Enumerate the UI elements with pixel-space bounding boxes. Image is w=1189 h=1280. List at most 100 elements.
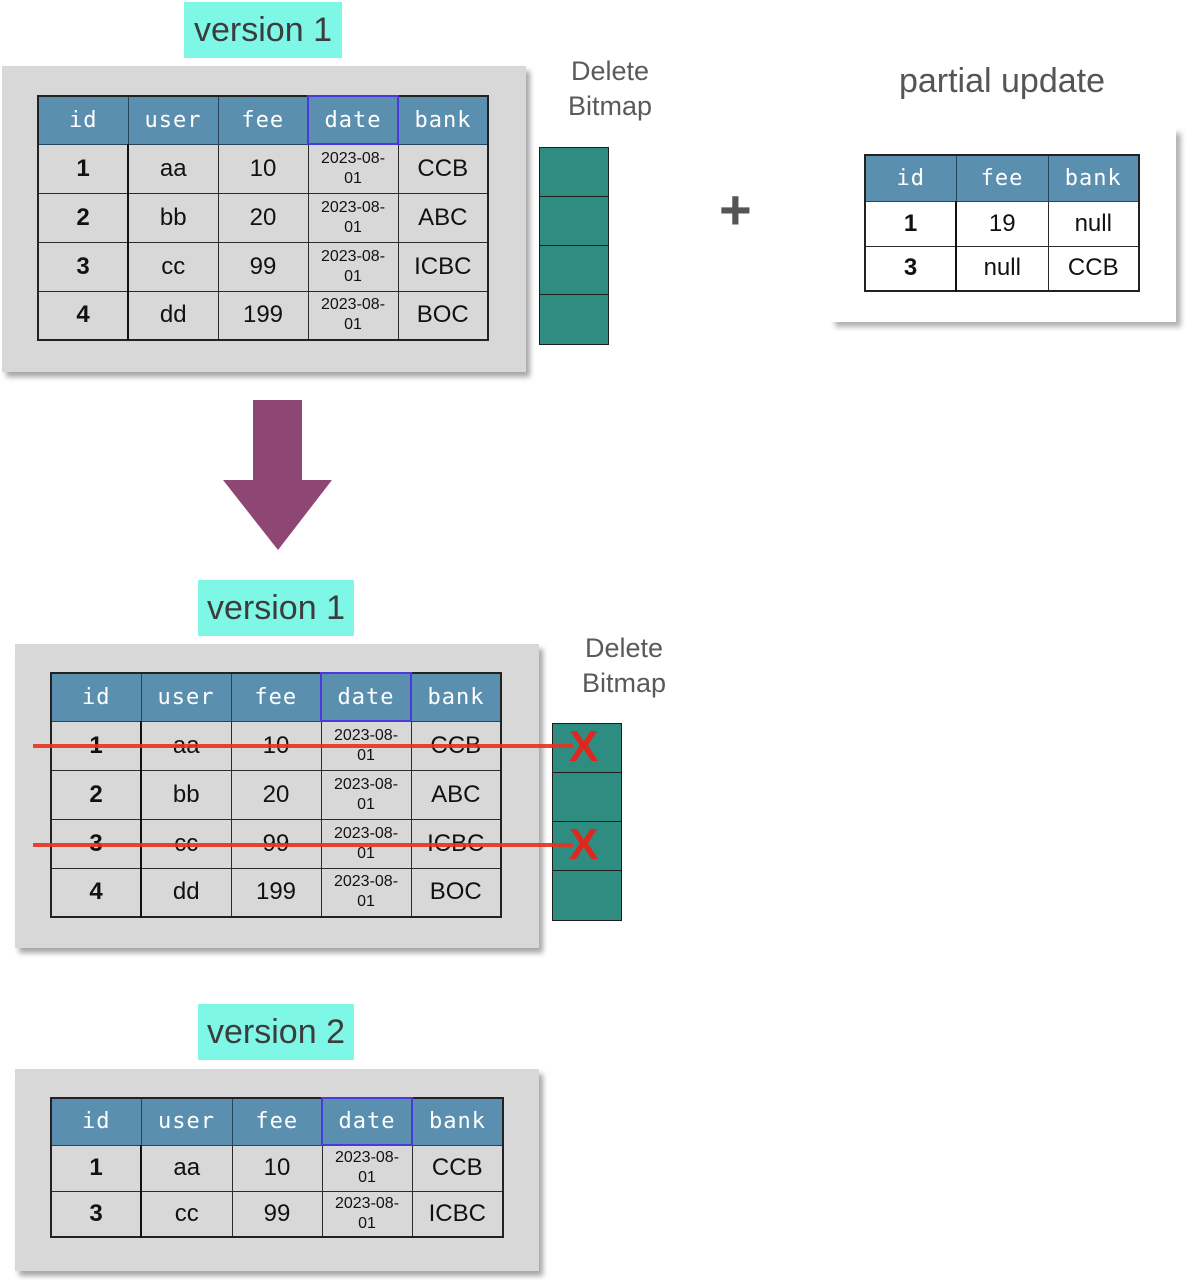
cell-date: 2023-08-01 xyxy=(321,1190,413,1238)
bitmap-cell-deleted: X xyxy=(552,722,622,773)
header-fee: fee xyxy=(217,95,309,145)
cell-bank: ICBC xyxy=(397,241,489,292)
version-label-top: version 1 xyxy=(184,2,342,58)
date-line1: 2023-08- xyxy=(333,726,399,744)
date-line2: 01 xyxy=(357,893,375,911)
cell-date: 2023-08- 01 xyxy=(307,192,399,243)
cell-id: 3 xyxy=(864,245,957,292)
x-mark-icon: X xyxy=(569,722,599,771)
cell-id: 4 xyxy=(37,290,129,341)
delete-bitmap-label-middle: Delete Bitmap xyxy=(562,631,686,701)
date-line1: 2023-08- xyxy=(320,198,386,216)
version-label-bottom: version 2 xyxy=(198,1004,354,1060)
bitmap-cell xyxy=(539,147,609,197)
table-version2: id user fee date bank 1 aa 10 2023-08-01… xyxy=(50,1097,504,1238)
header-user: user xyxy=(140,1097,233,1146)
table-row: 1 aa 10 2023-08-01 CCB xyxy=(50,1144,504,1192)
date-line2: 01 xyxy=(358,1169,376,1187)
bitmap-label-line2: Bitmap xyxy=(581,668,667,698)
cell-id: 1 xyxy=(50,1144,142,1192)
bitmap-cell xyxy=(552,772,622,822)
x-mark-icon: X xyxy=(569,820,599,869)
cell-user: cc xyxy=(140,1190,233,1238)
cell-date: 2023-08- 01 xyxy=(320,867,412,918)
bitmap-cell xyxy=(552,870,622,921)
header-fee: fee xyxy=(231,1097,323,1146)
cell-fee: 199 xyxy=(230,867,322,918)
header-id: id xyxy=(50,1097,142,1146)
table-row: 4 dd 199 2023-08- 01 BOC xyxy=(50,867,502,918)
table-partial-update: id fee bank 1 19 null 3 null CCB xyxy=(864,154,1140,292)
cell-user: dd xyxy=(127,290,219,341)
cell-date: 2023-08-01 xyxy=(307,143,399,194)
strike-line-row1 xyxy=(33,744,573,748)
cell-id: 1 xyxy=(37,143,129,194)
bitmap-cell xyxy=(539,294,609,345)
date-line1: 2023-08- xyxy=(333,824,399,842)
cell-fee: 20 xyxy=(230,769,322,820)
header-bank: bank xyxy=(1047,154,1140,202)
cell-user: dd xyxy=(140,867,232,918)
cell-date: 2023-08- 01 xyxy=(320,769,412,820)
plus-icon: + xyxy=(719,178,752,241)
header-bank: bank xyxy=(410,672,502,722)
table-row: 3 null CCB xyxy=(864,245,1140,292)
cell-bank: null xyxy=(1047,200,1140,247)
date-line2: 01 xyxy=(344,169,362,187)
table-row: 3 cc 99 2023-08-01 ICBC xyxy=(50,1190,504,1238)
cell-bank: ABC xyxy=(397,192,489,243)
cell-user: cc xyxy=(127,241,219,292)
cell-id: 3 xyxy=(37,241,129,292)
cell-date: 2023-08- 01 xyxy=(307,290,399,341)
cell-date: 2023-08- 01 xyxy=(321,1144,413,1192)
header-bank: bank xyxy=(411,1097,504,1146)
date-line2: 01 xyxy=(357,795,375,813)
cell-bank: ABC xyxy=(410,769,502,820)
cell-id: 1 xyxy=(864,200,957,247)
cell-fee: 19 xyxy=(955,200,1049,247)
cell-fee: 199 xyxy=(217,290,309,341)
cell-fee: 20 xyxy=(217,192,309,243)
table-version1-top: id user fee date bank 1 aa 10 2023-08-01… xyxy=(37,95,489,341)
date-line2: 01 xyxy=(344,218,362,236)
cell-bank: BOC xyxy=(397,290,489,341)
cell-id: 4 xyxy=(50,867,142,918)
header-user: user xyxy=(127,95,219,145)
date-line1: 2023-08- xyxy=(334,1194,400,1212)
cell-bank: ICBC xyxy=(411,1190,504,1238)
header-id: id xyxy=(864,154,957,202)
date-line2: 01 xyxy=(344,267,362,285)
strike-line-row3 xyxy=(33,843,573,847)
date-line1: 2023-08- xyxy=(320,296,386,314)
date-line1: 2023-08- xyxy=(333,873,399,891)
cell-id: 2 xyxy=(50,769,142,820)
delete-bitmap-top xyxy=(539,147,609,345)
partial-update-title: partial update xyxy=(898,62,1106,100)
bitmap-label-line2: Bitmap xyxy=(567,91,653,121)
bitmap-label-line1: Delete xyxy=(570,56,650,86)
table-version1-middle: id user fee date bank 1 aa 10 2023-08-01… xyxy=(50,672,502,918)
delete-bitmap-label-top: Delete Bitmap xyxy=(548,54,672,124)
date-line1: 2023-08- xyxy=(334,1149,400,1167)
header-id: id xyxy=(37,95,129,145)
cell-bank: BOC xyxy=(410,867,502,918)
bitmap-cell xyxy=(539,196,609,246)
header-fee: fee xyxy=(230,672,322,722)
table-row: 1 19 null xyxy=(864,200,1140,247)
header-date: date xyxy=(321,1097,413,1146)
cell-fee: 99 xyxy=(231,1190,323,1238)
date-line1: 2023-08- xyxy=(320,247,386,265)
delete-bitmap-middle: X X xyxy=(552,722,622,921)
table-row: 2 bb 20 2023-08-01 ABC xyxy=(50,769,502,820)
bitmap-label-line1: Delete xyxy=(584,633,664,663)
header-date: date xyxy=(320,672,412,722)
header-bank: bank xyxy=(397,95,489,145)
cell-user: bb xyxy=(127,192,219,243)
cell-date: 2023-08- 01 xyxy=(307,241,399,292)
date-line2: 01 xyxy=(344,316,362,334)
bitmap-cell xyxy=(539,245,609,295)
date-line1: 2023-08- xyxy=(333,775,399,793)
version-label-middle: version 1 xyxy=(198,580,354,636)
cell-fee: 10 xyxy=(217,143,309,194)
date-line2: 01 xyxy=(357,746,375,764)
